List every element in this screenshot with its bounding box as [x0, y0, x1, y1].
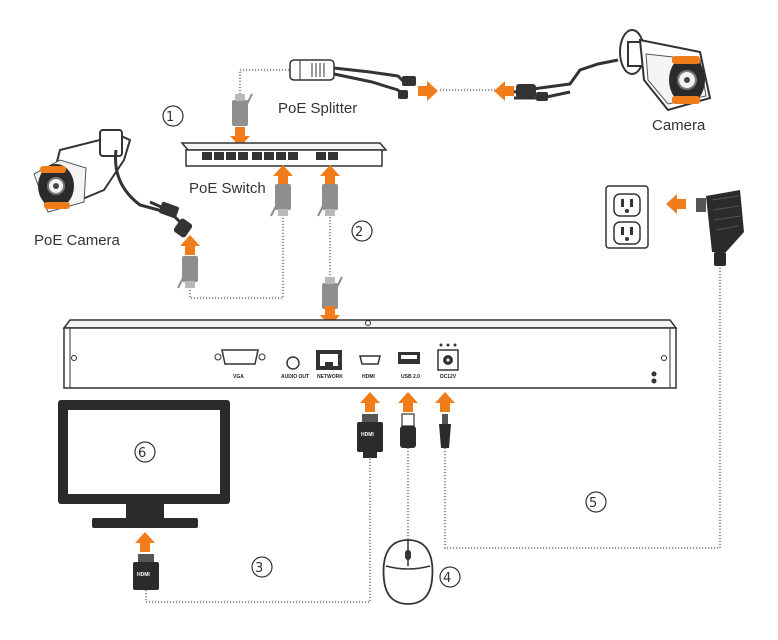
usb-port-label: USB 2.0	[401, 374, 420, 380]
poe-camera-label: PoE Camera	[34, 232, 121, 249]
poe-camera-plug	[177, 255, 199, 289]
poe-splitter	[289, 59, 416, 99]
camera-arrow	[494, 81, 514, 101]
network-port-label: NETWORK	[317, 374, 343, 380]
hdmi-plug-monitor	[133, 554, 159, 590]
poe-camera-arrow	[180, 235, 200, 255]
step-3-circle	[251, 556, 273, 578]
switch-plug-2	[317, 183, 339, 217]
power-adapter	[696, 190, 744, 266]
usb-up-arrow	[398, 392, 418, 412]
switch-top-plug	[231, 93, 253, 127]
hdmi-up-arrow	[360, 392, 380, 412]
step-2: 2	[355, 225, 363, 240]
usb-plug	[400, 413, 416, 448]
hdmi-port	[359, 355, 381, 365]
audio-out-port	[286, 356, 300, 370]
power-cable	[443, 262, 722, 550]
poe-switch-label: PoE Switch	[189, 180, 266, 197]
nvr-recorder: VGA AUDIO OUT NETWORK HDMI USB 2.0 DC12V	[62, 319, 678, 389]
switch-to-splitter-cable	[238, 68, 300, 100]
step-6-circle	[134, 441, 156, 463]
audio-out-port-label: AUDIO OUT	[281, 374, 309, 380]
poe-camera-cable	[188, 202, 285, 300]
step-5: 5	[589, 496, 597, 511]
poe-splitter-label: PoE Splitter	[278, 100, 357, 117]
step-6: 6	[138, 446, 146, 461]
switch-up-arrow-2	[320, 165, 340, 185]
hdmi-cable	[144, 452, 372, 604]
vga-port	[214, 349, 266, 365]
switch-plug-1	[270, 183, 292, 217]
vga-port-label: VGA	[233, 374, 244, 380]
poe-camera	[33, 129, 193, 238]
wall-outlet	[605, 185, 649, 249]
monitor	[58, 400, 230, 528]
mouse	[382, 539, 434, 605]
dc-power-port	[437, 343, 459, 371]
outlet-arrow	[666, 194, 686, 214]
dc-power-port-label: DC12V	[440, 374, 457, 380]
splitter-arrow	[418, 81, 438, 101]
hdmi-plug-monitor-text: HDMI	[137, 572, 150, 578]
camera-right	[513, 29, 712, 112]
step-1-circle	[162, 105, 184, 127]
monitor-hdmi-arrow	[135, 532, 155, 552]
switch-up-arrow-1	[273, 165, 293, 185]
usb-port	[398, 352, 420, 364]
step-5-circle	[585, 491, 607, 513]
step-3: 3	[255, 561, 263, 576]
step-1: 1	[166, 110, 174, 125]
hdmi-port-label: HDMI	[362, 374, 375, 380]
step-4-circle	[439, 566, 461, 588]
dc-plug	[439, 414, 451, 448]
network-port	[316, 350, 342, 370]
hdmi-plug-nvr	[357, 414, 383, 458]
dc-up-arrow	[435, 392, 455, 412]
step-2-circle	[351, 220, 373, 242]
hdmi-plug-nvr-text: HDMI	[361, 432, 374, 438]
nvr-network-plug	[321, 276, 343, 310]
camera-label: Camera	[652, 117, 706, 134]
step-4: 4	[443, 571, 451, 586]
poe-switch	[180, 142, 388, 167]
